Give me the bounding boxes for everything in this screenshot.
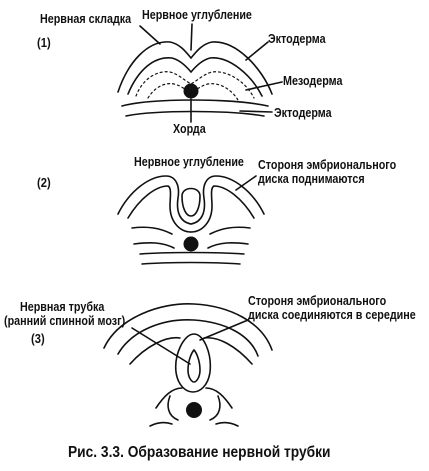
panel-3-side-left	[155, 387, 183, 409]
panel-2-label-sides-rise-line1: Стороня эмбрионального	[258, 158, 397, 172]
panel-3-label-neural-tube-line1: Нервная трубка	[20, 300, 105, 314]
panel-1-label-notochord: Хорда	[173, 122, 206, 136]
panel-2-drawing	[117, 175, 265, 265]
panel-1-endoderm-lower	[125, 110, 265, 117]
panel-2-endoderm-upper	[139, 251, 245, 255]
panel-1-label-ectoderm-bottom: Эктодерма	[274, 106, 332, 120]
panel-3-label-sides-join-line1: Стороня эмбрионального	[248, 294, 387, 308]
panel-2-band-left-2	[133, 242, 175, 249]
panel-3-label-neural-tube-line2: (ранний спинной мозг)	[4, 314, 126, 328]
panel-2-ectoderm-inner-left	[127, 185, 192, 233]
panel-1-leader-ectoderm-bottom	[239, 110, 273, 113]
panel-1-drawing	[117, 23, 283, 123]
panel-3-somite-left	[167, 395, 179, 421]
panel-1-label-neural-groove: Нервное углубление	[142, 8, 252, 22]
panel-1-endoderm-upper	[121, 99, 269, 107]
panel-3-notochord	[186, 402, 202, 418]
panel-1-ectoderm-outer	[117, 41, 273, 95]
panel-3-number: (3)	[31, 331, 45, 346]
panel-2-number: (2)	[37, 175, 51, 190]
panel-2-endoderm-lower	[141, 261, 241, 265]
panel-2-ectoderm-inner-right	[190, 185, 255, 233]
panel-3-somite-right	[209, 395, 221, 421]
panel-3-drawing	[103, 303, 273, 427]
panel-3-ectoderm-outer	[103, 303, 273, 351]
panel-3-bottom-right	[215, 421, 239, 427]
panel-3-band-right	[203, 337, 253, 365]
panel-3-leader-tube	[131, 327, 191, 365]
panel-1-leader-ectoderm-top	[245, 41, 269, 61]
panel-2-neural-groove	[181, 187, 201, 217]
panel-2-label-sides-rise-line2: диска поднимаются	[258, 172, 365, 186]
panel-3-neural-canal	[187, 348, 201, 383]
panel-3-side-right	[205, 387, 233, 409]
panel-2-leader-sides	[235, 175, 257, 191]
panel-3-neural-tube	[174, 333, 212, 393]
panel-3-leader-sides	[199, 319, 249, 341]
panel-2-band-right-2	[207, 242, 249, 249]
panel-1-label-ectoderm-top: Эктодерма	[268, 32, 326, 46]
panel-1-leader-fold	[139, 25, 161, 45]
figure-caption: Рис. 3.3. Образование нервной трубки	[68, 444, 331, 461]
panel-2-band-right-1	[209, 226, 251, 235]
panel-1-leader-groove	[190, 23, 193, 51]
panel-2-ectoderm-outer-left	[117, 175, 192, 225]
panel-3-bottom-left	[149, 421, 173, 427]
panel-2-label-neural-groove: Нервное углубление	[134, 155, 244, 169]
panel-1-leader-mesoderm	[245, 81, 283, 91]
panel-2-ectoderm-outer-right	[190, 175, 265, 225]
panel-2-band-left-1	[131, 226, 173, 235]
panel-3-label-sides-join-line2: диска соединяются в середине	[248, 308, 416, 322]
panel-1-ectoderm-inner	[127, 57, 263, 97]
panel-1-label-mesoderm: Мезодерма	[283, 74, 343, 88]
panel-3-ectoderm-inner	[117, 319, 259, 357]
panel-2-notochord	[183, 236, 199, 252]
panel-1-label-neural-fold: Нервная складка	[40, 12, 132, 26]
panel-1-notochord	[183, 83, 199, 99]
panel-1-number: (1)	[37, 35, 51, 50]
